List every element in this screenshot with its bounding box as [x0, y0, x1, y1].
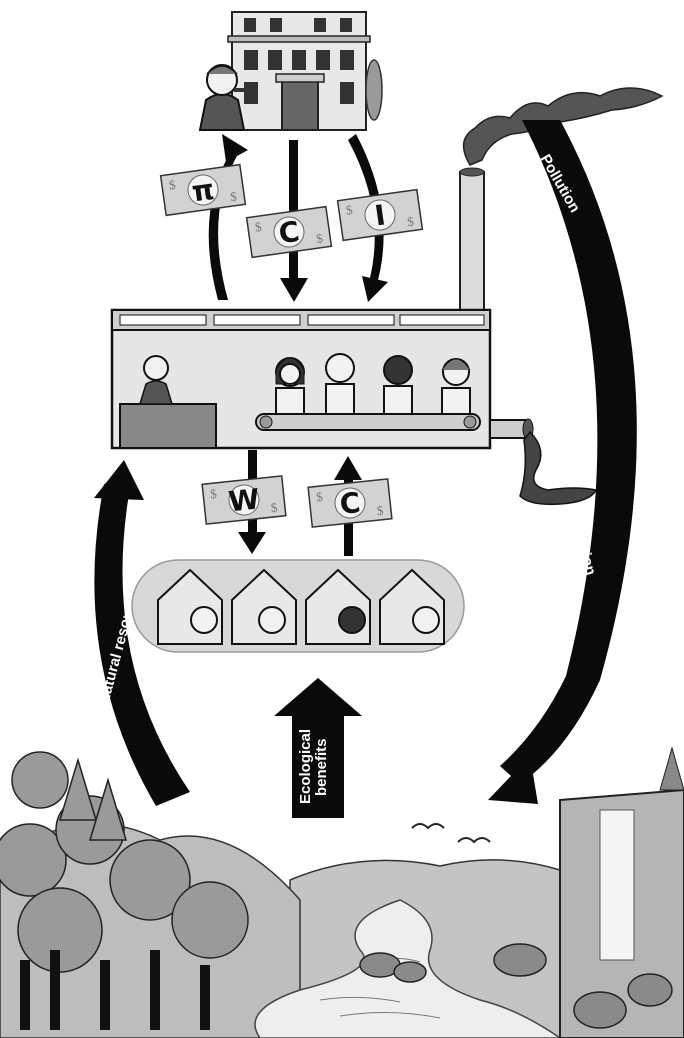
profit-arrow [208, 134, 248, 300]
ecological-label-line2: benefits [313, 738, 330, 796]
natural-resources-arrow [94, 460, 190, 806]
svg-text:$: $ [376, 503, 385, 519]
investment-bill: I $ $ [336, 188, 424, 242]
wages-bill: W $ $ [201, 475, 287, 525]
svg-text:$: $ [168, 177, 177, 193]
svg-text:$: $ [270, 500, 279, 516]
capital-consumption-bill-symbol: C [277, 215, 302, 251]
svg-text:$: $ [209, 486, 218, 502]
mansion [227, 11, 383, 131]
svg-text:$: $ [406, 213, 415, 229]
svg-text:$: $ [315, 489, 324, 505]
profit-bill-symbol: π [190, 173, 217, 209]
svg-text:$: $ [229, 188, 238, 204]
svg-text:$: $ [315, 230, 324, 246]
consumption-bill: C $ $ [307, 478, 393, 528]
pollution-arrow [488, 120, 637, 804]
profit-bill: π $ $ [159, 163, 247, 217]
capital-consumption-arrow [280, 140, 308, 302]
investment-bill-symbol: I [373, 198, 388, 232]
svg-text:$: $ [345, 202, 354, 218]
svg-text:$: $ [254, 219, 263, 235]
households [131, 559, 465, 653]
investment-arrow [348, 134, 388, 302]
ecological-label-line1: Ecological [297, 729, 314, 804]
factory [110, 308, 492, 450]
ecological-benefits-arrow [274, 678, 362, 818]
landscape [0, 746, 684, 1038]
wages-bill-symbol: W [227, 482, 261, 518]
capitalist-figure [198, 64, 248, 131]
consumption-bill-symbol: C [338, 486, 362, 521]
capital-consumption-bill: C $ $ [245, 205, 333, 259]
smokestack [459, 167, 485, 313]
discharge-pipe [489, 418, 598, 506]
